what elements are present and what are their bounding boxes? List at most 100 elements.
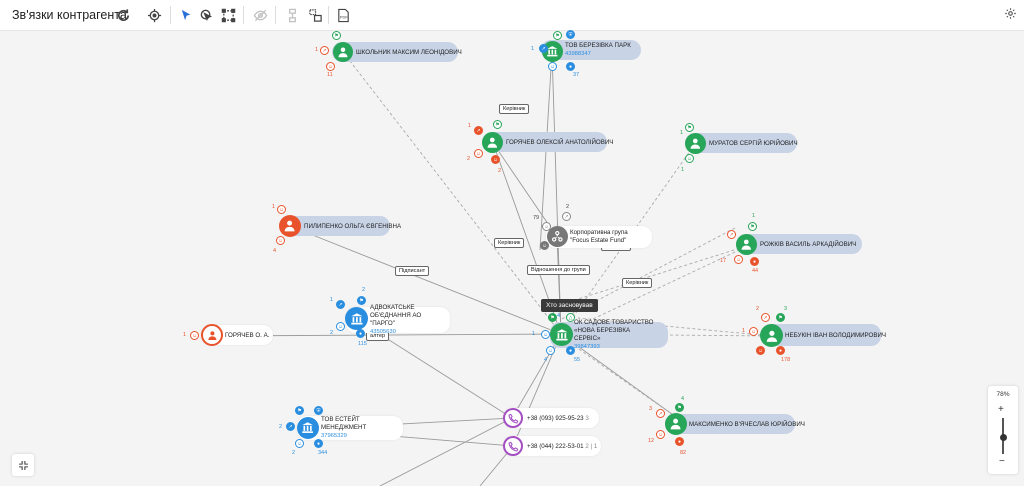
node-label-focus-group[interactable]: Корпоративна група "Focus Estate Fund": [546, 226, 652, 248]
focus-icon[interactable]: [197, 6, 215, 24]
node-label-phone-1[interactable]: +38 (093) 925-95-23 3: [503, 408, 599, 428]
edge-label-pidpysant[interactable]: Підписант: [395, 266, 430, 276]
node-label-shkolnyk[interactable]: ШКОЛЬНИК МАКСИМ ЛЕОНІДОВИЧ: [332, 42, 462, 62]
zoom-slider-handle[interactable]: [999, 434, 1007, 441]
fit-to-screen-button[interactable]: [12, 454, 34, 476]
edge-label-kerivnyk[interactable]: Керівник: [494, 238, 525, 248]
people-icon[interactable]: ☺: [685, 154, 694, 163]
person-icon[interactable]: [279, 215, 301, 237]
flag-icon[interactable]: ⚑: [675, 403, 684, 412]
link-icon[interactable]: ↗: [474, 126, 483, 135]
people-icon[interactable]: ☺: [295, 439, 304, 448]
location-icon[interactable]: ●: [776, 346, 785, 355]
refresh-icon[interactable]: [114, 6, 132, 24]
person-icon[interactable]: [333, 42, 353, 62]
node-name: НЕБУКІН ІВАН ВОЛОДИМИРОВИЧ: [785, 331, 887, 339]
flag-icon[interactable]: ⚑: [553, 31, 562, 40]
location-icon[interactable]: ●: [750, 257, 759, 266]
node-label-pylypenko[interactable]: ПИЛИПЕНКО ОЛЬГА ЄВГЕНІВНА: [280, 216, 401, 236]
edge-dashed: [565, 339, 677, 418]
edge-label-kerivnyk[interactable]: Керівник: [622, 278, 653, 288]
node-label-rozhkiv[interactable]: РОЖКІВ ВАСИЛЬ АРКАДІЙОВИЧ: [736, 234, 862, 254]
flag-icon[interactable]: ⚑: [685, 123, 694, 132]
users-icon[interactable]: ☺: [540, 241, 549, 250]
people-icon[interactable]: ☺: [542, 222, 551, 231]
flag-icon[interactable]: ⚑: [332, 31, 341, 40]
node-label-maksymenko[interactable]: МАКСИМЕНКО В'ЯЧЕСЛАВ ЮРІЙОВИЧ: [665, 414, 805, 434]
edge-label-group-relation[interactable]: Відношення до групи: [527, 265, 590, 275]
flag-icon[interactable]: ⚑: [748, 222, 757, 231]
gear-icon[interactable]: [1004, 7, 1017, 25]
edge-label-kerivnyk[interactable]: Керівник: [499, 104, 530, 114]
pdf-icon[interactable]: PDF: [334, 6, 352, 24]
flag-icon[interactable]: ⚑: [357, 296, 366, 305]
location-icon[interactable]: ●: [356, 329, 365, 338]
users-icon[interactable]: ☺: [756, 346, 765, 355]
warning-icon[interactable]: △: [566, 313, 575, 322]
link-icon[interactable]: ↗: [562, 212, 571, 221]
person-icon[interactable]: [685, 133, 706, 154]
shield-icon[interactable]: ⛨: [314, 406, 323, 415]
node-label-phone-2[interactable]: +38 (044) 222-53-01 2 | 1: [503, 436, 601, 456]
link-icon[interactable]: ↗: [656, 409, 665, 418]
bank-icon[interactable]: [550, 323, 573, 346]
phone-icon[interactable]: [503, 408, 523, 428]
link-icon[interactable]: ↗: [336, 300, 345, 309]
node-label-horiachev-oleksii[interactable]: ГОРЯЧЕВ ОЛЕКСІЙ АНАТОЛІЙОВИЧ: [482, 132, 613, 152]
location-icon[interactable]: ●: [675, 437, 684, 446]
eye-off-icon[interactable]: [251, 6, 269, 24]
person-icon[interactable]: [665, 413, 687, 435]
flag-icon[interactable]: ⚑: [776, 313, 785, 322]
person-icon[interactable]: [760, 324, 783, 347]
people-icon[interactable]: ☺: [734, 255, 743, 264]
node-label-nebukin[interactable]: НЕБУКІН ІВАН ВОЛОДИМИРОВИЧ: [761, 324, 886, 346]
edge: [492, 142, 558, 238]
person-icon[interactable]: [482, 132, 503, 153]
phone-icon[interactable]: [503, 436, 523, 456]
shield-icon[interactable]: ⛨: [566, 30, 575, 39]
count: 2: [330, 330, 334, 336]
zoom-out-button[interactable]: −: [999, 456, 1005, 467]
people-icon[interactable]: ☺: [474, 149, 483, 158]
location-icon[interactable]: ●: [314, 439, 323, 448]
person-icon[interactable]: [736, 234, 757, 255]
node-label-muratov[interactable]: МУРАТОВ СЕРГІЙ ЮРІЙОВИЧ: [685, 133, 798, 153]
location-icon[interactable]: ●: [566, 62, 575, 71]
link-icon[interactable]: ↗: [761, 313, 770, 322]
toolbar-divider: [243, 6, 244, 24]
flag-icon[interactable]: ⚑: [548, 313, 557, 322]
group-icon[interactable]: [306, 6, 324, 24]
count: 1: [742, 328, 746, 334]
edge-tooltip: Хто засновував: [541, 299, 598, 312]
count: 178: [781, 357, 791, 363]
people-icon[interactable]: ☺: [656, 430, 665, 439]
count: 1: [680, 130, 684, 136]
people-icon[interactable]: ☺: [277, 205, 286, 214]
link-icon[interactable]: ↗: [320, 46, 329, 55]
people-icon[interactable]: ☺: [190, 331, 199, 340]
people-icon[interactable]: ☺: [326, 62, 335, 71]
people-icon[interactable]: ☺: [541, 330, 550, 339]
flag-icon[interactable]: ⚑: [493, 120, 502, 129]
group-node-icon[interactable]: [547, 226, 568, 247]
users-icon[interactable]: ☺: [276, 236, 285, 245]
person-icon[interactable]: [201, 324, 223, 346]
zoom-in-button[interactable]: +: [998, 404, 1004, 415]
people-icon[interactable]: ☺: [548, 62, 557, 71]
flag-icon[interactable]: ⚑: [295, 406, 304, 415]
people-icon[interactable]: ☺: [336, 322, 345, 331]
link-icon[interactable]: ↗: [286, 422, 295, 431]
location-icon[interactable]: ●: [566, 346, 575, 355]
users-icon[interactable]: ☺: [546, 346, 555, 355]
cursor-icon[interactable]: [177, 6, 195, 24]
bank-icon[interactable]: [297, 417, 319, 439]
bank-icon[interactable]: [345, 307, 368, 330]
people-icon[interactable]: ☺: [749, 327, 758, 336]
layout-icon[interactable]: [283, 6, 301, 24]
link-icon[interactable]: ↗: [539, 44, 548, 53]
target-icon[interactable]: [145, 6, 163, 24]
link-icon[interactable]: ↗: [727, 230, 736, 239]
box-select-icon[interactable]: [219, 6, 237, 24]
users-icon[interactable]: ☺: [491, 155, 500, 164]
